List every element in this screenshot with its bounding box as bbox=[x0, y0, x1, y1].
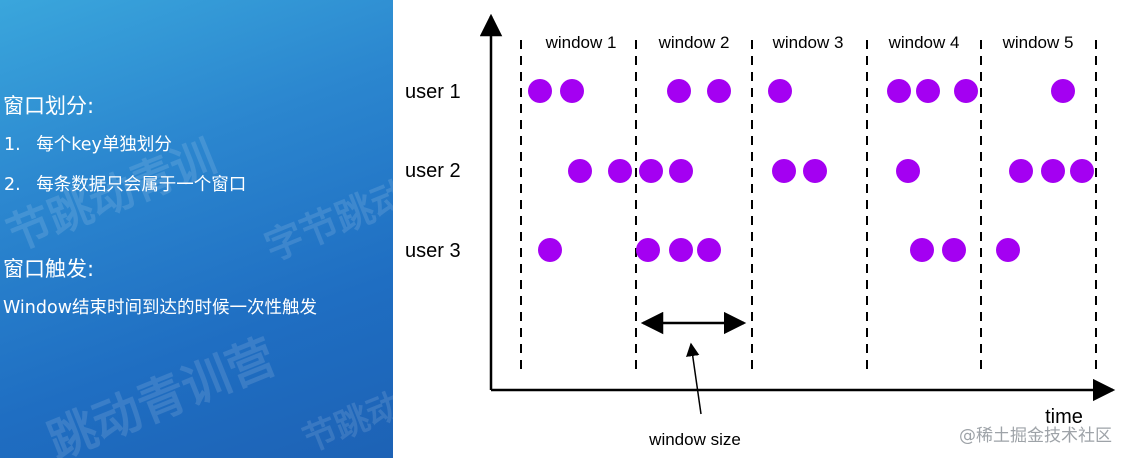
user-2-events bbox=[568, 159, 1094, 183]
event-dot bbox=[910, 238, 934, 262]
event-dot bbox=[568, 159, 592, 183]
event-dot bbox=[1070, 159, 1094, 183]
event-dot bbox=[768, 79, 792, 103]
event-dot bbox=[803, 159, 827, 183]
list-item-number: 2. bbox=[4, 175, 21, 195]
user-label-2: user 2 bbox=[405, 160, 461, 182]
heading-window-partition: 窗口划分: bbox=[3, 94, 95, 118]
event-dot bbox=[667, 79, 691, 103]
window-label-3: window 3 bbox=[772, 33, 844, 52]
diagram-panel bbox=[393, 0, 1126, 458]
list-item: 2. 每条数据只会属于一个窗口 bbox=[4, 171, 246, 196]
event-dot bbox=[669, 238, 693, 262]
time-axis-label: time bbox=[1045, 406, 1083, 428]
user-3-events bbox=[538, 238, 1020, 262]
list-item-text: 每条数据只会属于一个窗口 bbox=[36, 175, 247, 195]
event-dot bbox=[1051, 79, 1075, 103]
list-item-number: 1. bbox=[4, 135, 21, 155]
event-dot bbox=[608, 159, 632, 183]
event-dot bbox=[669, 159, 693, 183]
event-dot bbox=[954, 79, 978, 103]
event-dot bbox=[996, 238, 1020, 262]
list-item: 1. 每个key单独划分 bbox=[4, 131, 172, 156]
event-dot bbox=[916, 79, 940, 103]
window-boundaries bbox=[520, 40, 1097, 370]
window-size-pointer bbox=[686, 342, 702, 415]
window-label-4: window 4 bbox=[888, 33, 960, 52]
window-label-1: window 1 bbox=[545, 33, 617, 52]
event-dot bbox=[1009, 159, 1033, 183]
window-label-2: window 2 bbox=[658, 33, 730, 52]
event-dot bbox=[636, 238, 660, 262]
event-dot bbox=[772, 159, 796, 183]
event-dot bbox=[528, 79, 552, 103]
event-dot bbox=[697, 238, 721, 262]
user-1-events bbox=[528, 79, 1075, 103]
user-label-1: user 1 bbox=[405, 81, 461, 103]
source-credit: @稀土掘金技术社区 bbox=[959, 426, 1112, 446]
left-panel: 节跳动青训 字节跳动 跳动青训营 节跳动 窗口划分: 1. 每个key单独划分 … bbox=[0, 0, 393, 458]
event-dot bbox=[942, 238, 966, 262]
event-dot bbox=[1041, 159, 1065, 183]
event-dot bbox=[707, 79, 731, 103]
window-size-label: window size bbox=[648, 430, 741, 449]
event-dot bbox=[538, 238, 562, 262]
event-dot bbox=[560, 79, 584, 103]
event-dot bbox=[896, 159, 920, 183]
event-dot bbox=[887, 79, 911, 103]
user-label-3: user 3 bbox=[405, 240, 461, 262]
list-item-text: 每个key单独划分 bbox=[36, 135, 172, 155]
window-label-5: window 5 bbox=[1002, 33, 1074, 52]
heading-window-trigger: 窗口触发: bbox=[3, 257, 95, 281]
event-dot bbox=[639, 159, 663, 183]
trigger-description: Window结束时间到达的时候一次性触发 bbox=[3, 298, 317, 318]
